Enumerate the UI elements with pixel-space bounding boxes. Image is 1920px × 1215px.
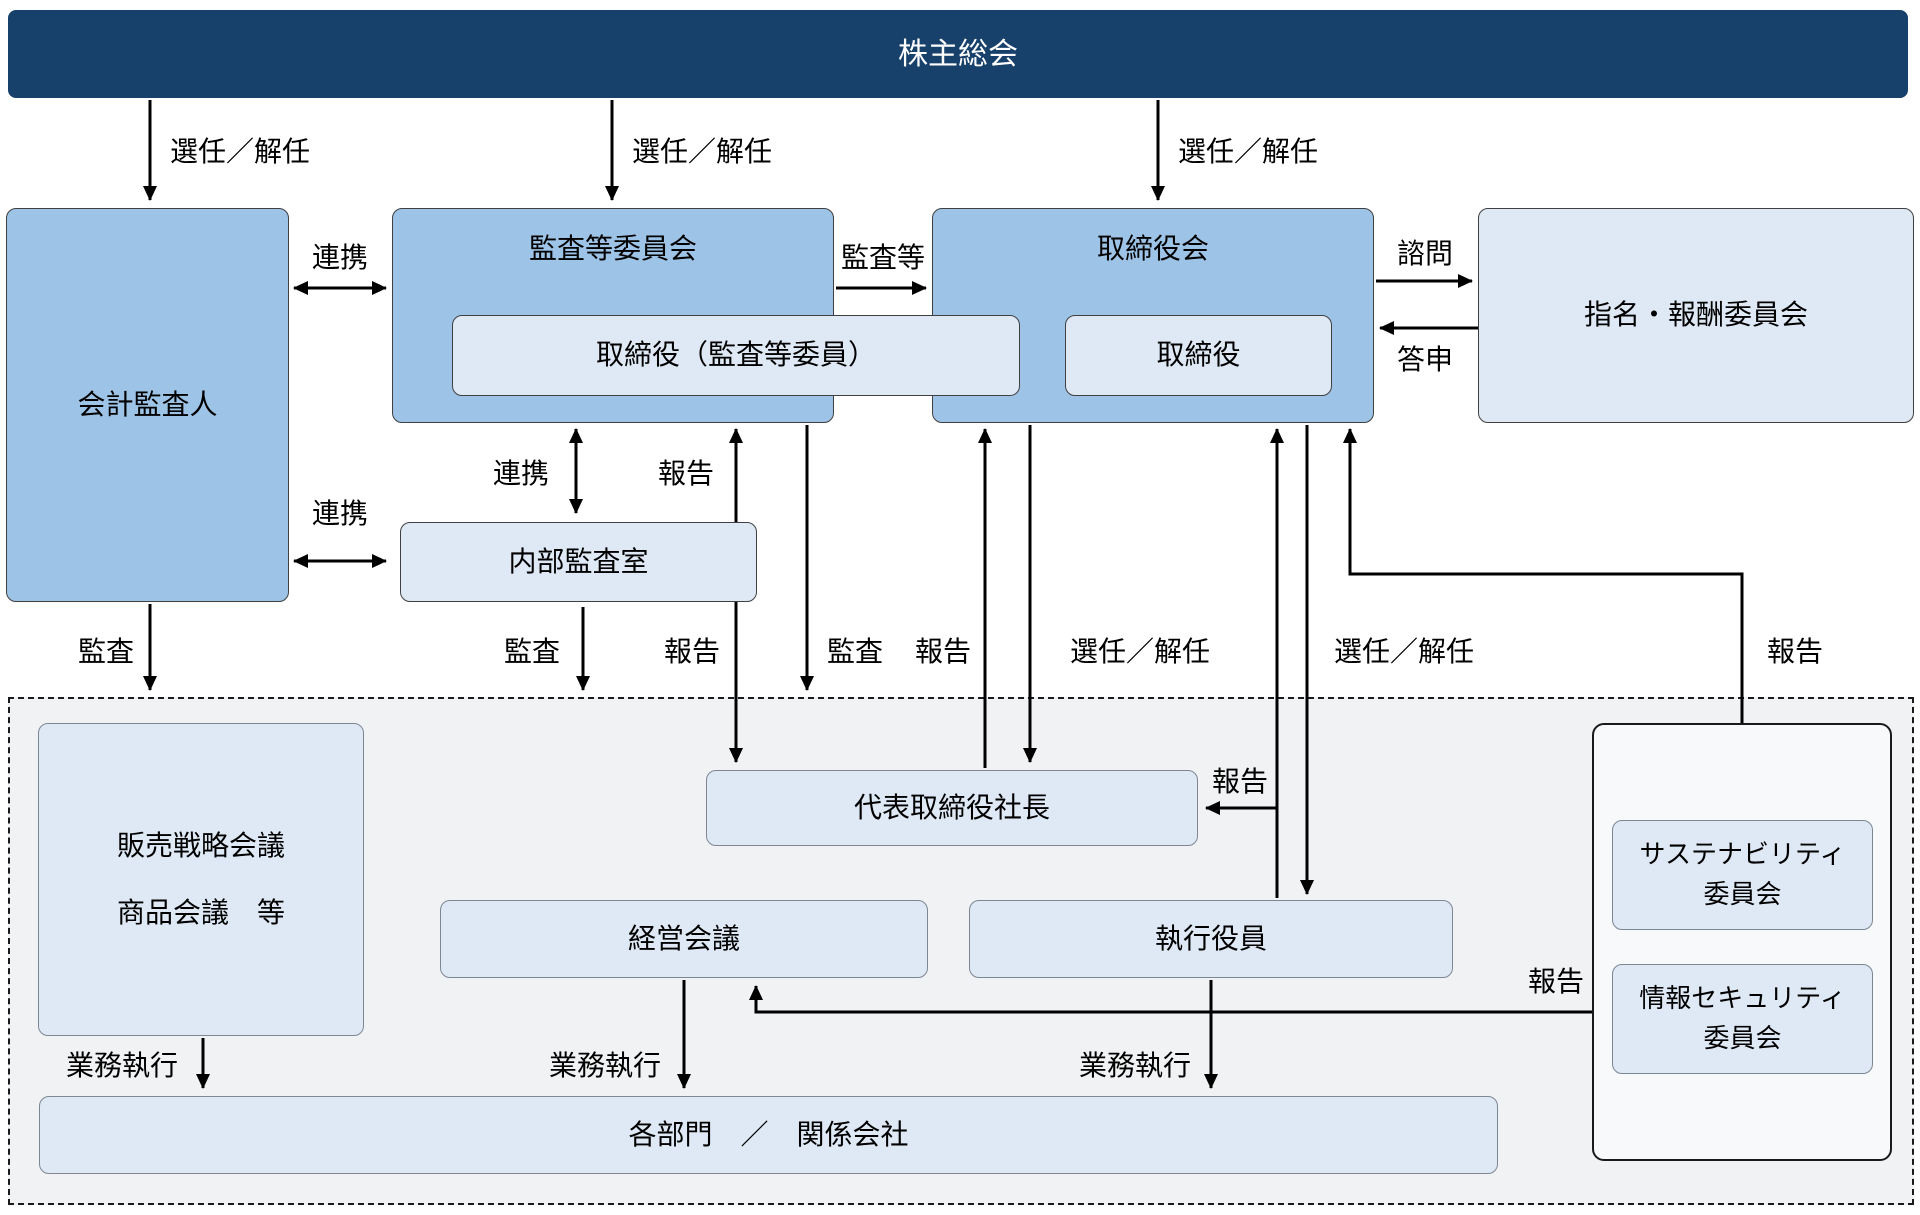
node-infosec-committee-line2: 委員会 <box>1703 1023 1782 1053</box>
edge-label-appoint-dismiss-board: 選任／解任 <box>1177 136 1319 167</box>
edge-label-report-back: 答申 <box>1396 344 1454 375</box>
edge-label-audit-right: 監査 <box>826 636 884 667</box>
node-board-of-directors-label: 取締役会 <box>1096 233 1209 264</box>
node-accounting-auditor: 会計監査人 <box>6 208 289 602</box>
committees-panel: サステナビリティ 委員会 情報セキュリティ 委員会 <box>1592 723 1892 1161</box>
node-shareholders-meeting: 株主総会 <box>8 10 1908 98</box>
edge-label-consultation: 諮問 <box>1396 238 1454 269</box>
node-executive-officers-label: 執行役員 <box>1154 922 1267 954</box>
node-sales-strategy-meeting: 販売戦略会議 商品会議 等 <box>38 723 364 1036</box>
node-directors-label: 取締役 <box>1156 339 1241 371</box>
arrow-report-infosec-to-management <box>749 985 1592 1014</box>
edge-label-report-long-line: 報告 <box>663 636 721 667</box>
node-internal-audit-office: 内部監査室 <box>400 522 757 602</box>
edge-label-cooperation-top: 連携 <box>311 242 369 273</box>
edge-label-business-execution-1: 業務執行 <box>65 1050 179 1081</box>
node-accounting-auditor-label: 会計監査人 <box>77 388 218 420</box>
edge-label-audit-mid: 監査 <box>503 636 561 667</box>
node-president: 代表取締役社長 <box>706 770 1198 846</box>
node-audit-committee-directors-label: 取締役（監査等委員） <box>595 339 876 371</box>
node-management-meeting: 経営会議 <box>440 900 928 978</box>
node-internal-audit-office-label: 内部監査室 <box>508 545 649 577</box>
edge-label-appoint-dismiss-audit-committee: 選任／解任 <box>631 136 773 167</box>
node-audit-committee-label: 監査等委員会 <box>528 233 697 264</box>
node-management-meeting-label: 経営会議 <box>627 922 740 954</box>
node-audit-committee-directors: 取締役（監査等委員） <box>452 315 1020 396</box>
node-president-label: 代表取締役社長 <box>853 791 1050 823</box>
edge-label-business-execution-3: 業務執行 <box>1078 1050 1192 1081</box>
node-departments-affiliates-label: 各部門 ／ 関係会社 <box>628 1118 909 1150</box>
node-executive-officers: 執行役員 <box>969 900 1453 978</box>
edge-label-report-president-to-board: 報告 <box>914 636 972 667</box>
edge-label-appoint-dismiss-president: 選任／解任 <box>1069 636 1211 667</box>
node-shareholders-meeting-label: 株主総会 <box>898 37 1018 71</box>
edge-label-cooperation-mid: 連携 <box>492 458 550 489</box>
node-infosec-committee-line1: 情報セキュリティ <box>1639 983 1846 1014</box>
edge-label-appoint-dismiss-executives: 選任／解任 <box>1333 636 1475 667</box>
edge-label-report-internal-to-committee: 報告 <box>657 458 715 489</box>
node-nomination-compensation-committee: 指名・報酬委員会 <box>1478 208 1914 423</box>
node-nomination-compensation-committee-label: 指名・報酬委員会 <box>1583 299 1808 331</box>
edge-label-report-exec-to-president: 報告 <box>1211 766 1269 797</box>
edge-label-audit-etc: 監査等 <box>840 242 926 273</box>
edge-label-appoint-dismiss-auditor: 選任／解任 <box>169 136 311 167</box>
edge-label-business-execution-2: 業務執行 <box>548 1050 662 1081</box>
node-sales-strategy-meeting-line1: 販売戦略会議 <box>116 830 285 862</box>
node-sustainability-committee-line1: サステナビリティ <box>1639 839 1846 870</box>
edge-label-cooperation-lower: 連携 <box>311 498 369 529</box>
arrow-report-committees-to-board <box>1343 428 1744 723</box>
node-sustainability-committee: サステナビリティ 委員会 <box>1612 820 1873 930</box>
node-departments-affiliates: 各部門 ／ 関係会社 <box>39 1096 1498 1174</box>
node-infosec-committee: 情報セキュリティ 委員会 <box>1612 964 1873 1074</box>
edge-label-report-committees-to-board: 報告 <box>1766 636 1824 667</box>
node-directors: 取締役 <box>1065 315 1332 396</box>
edge-label-audit-left: 監査 <box>77 636 135 667</box>
node-sales-strategy-meeting-line2: 商品会議 等 <box>116 896 285 928</box>
node-sustainability-committee-line2: 委員会 <box>1703 879 1782 909</box>
edge-label-report-infosec-to-management: 報告 <box>1527 966 1585 997</box>
